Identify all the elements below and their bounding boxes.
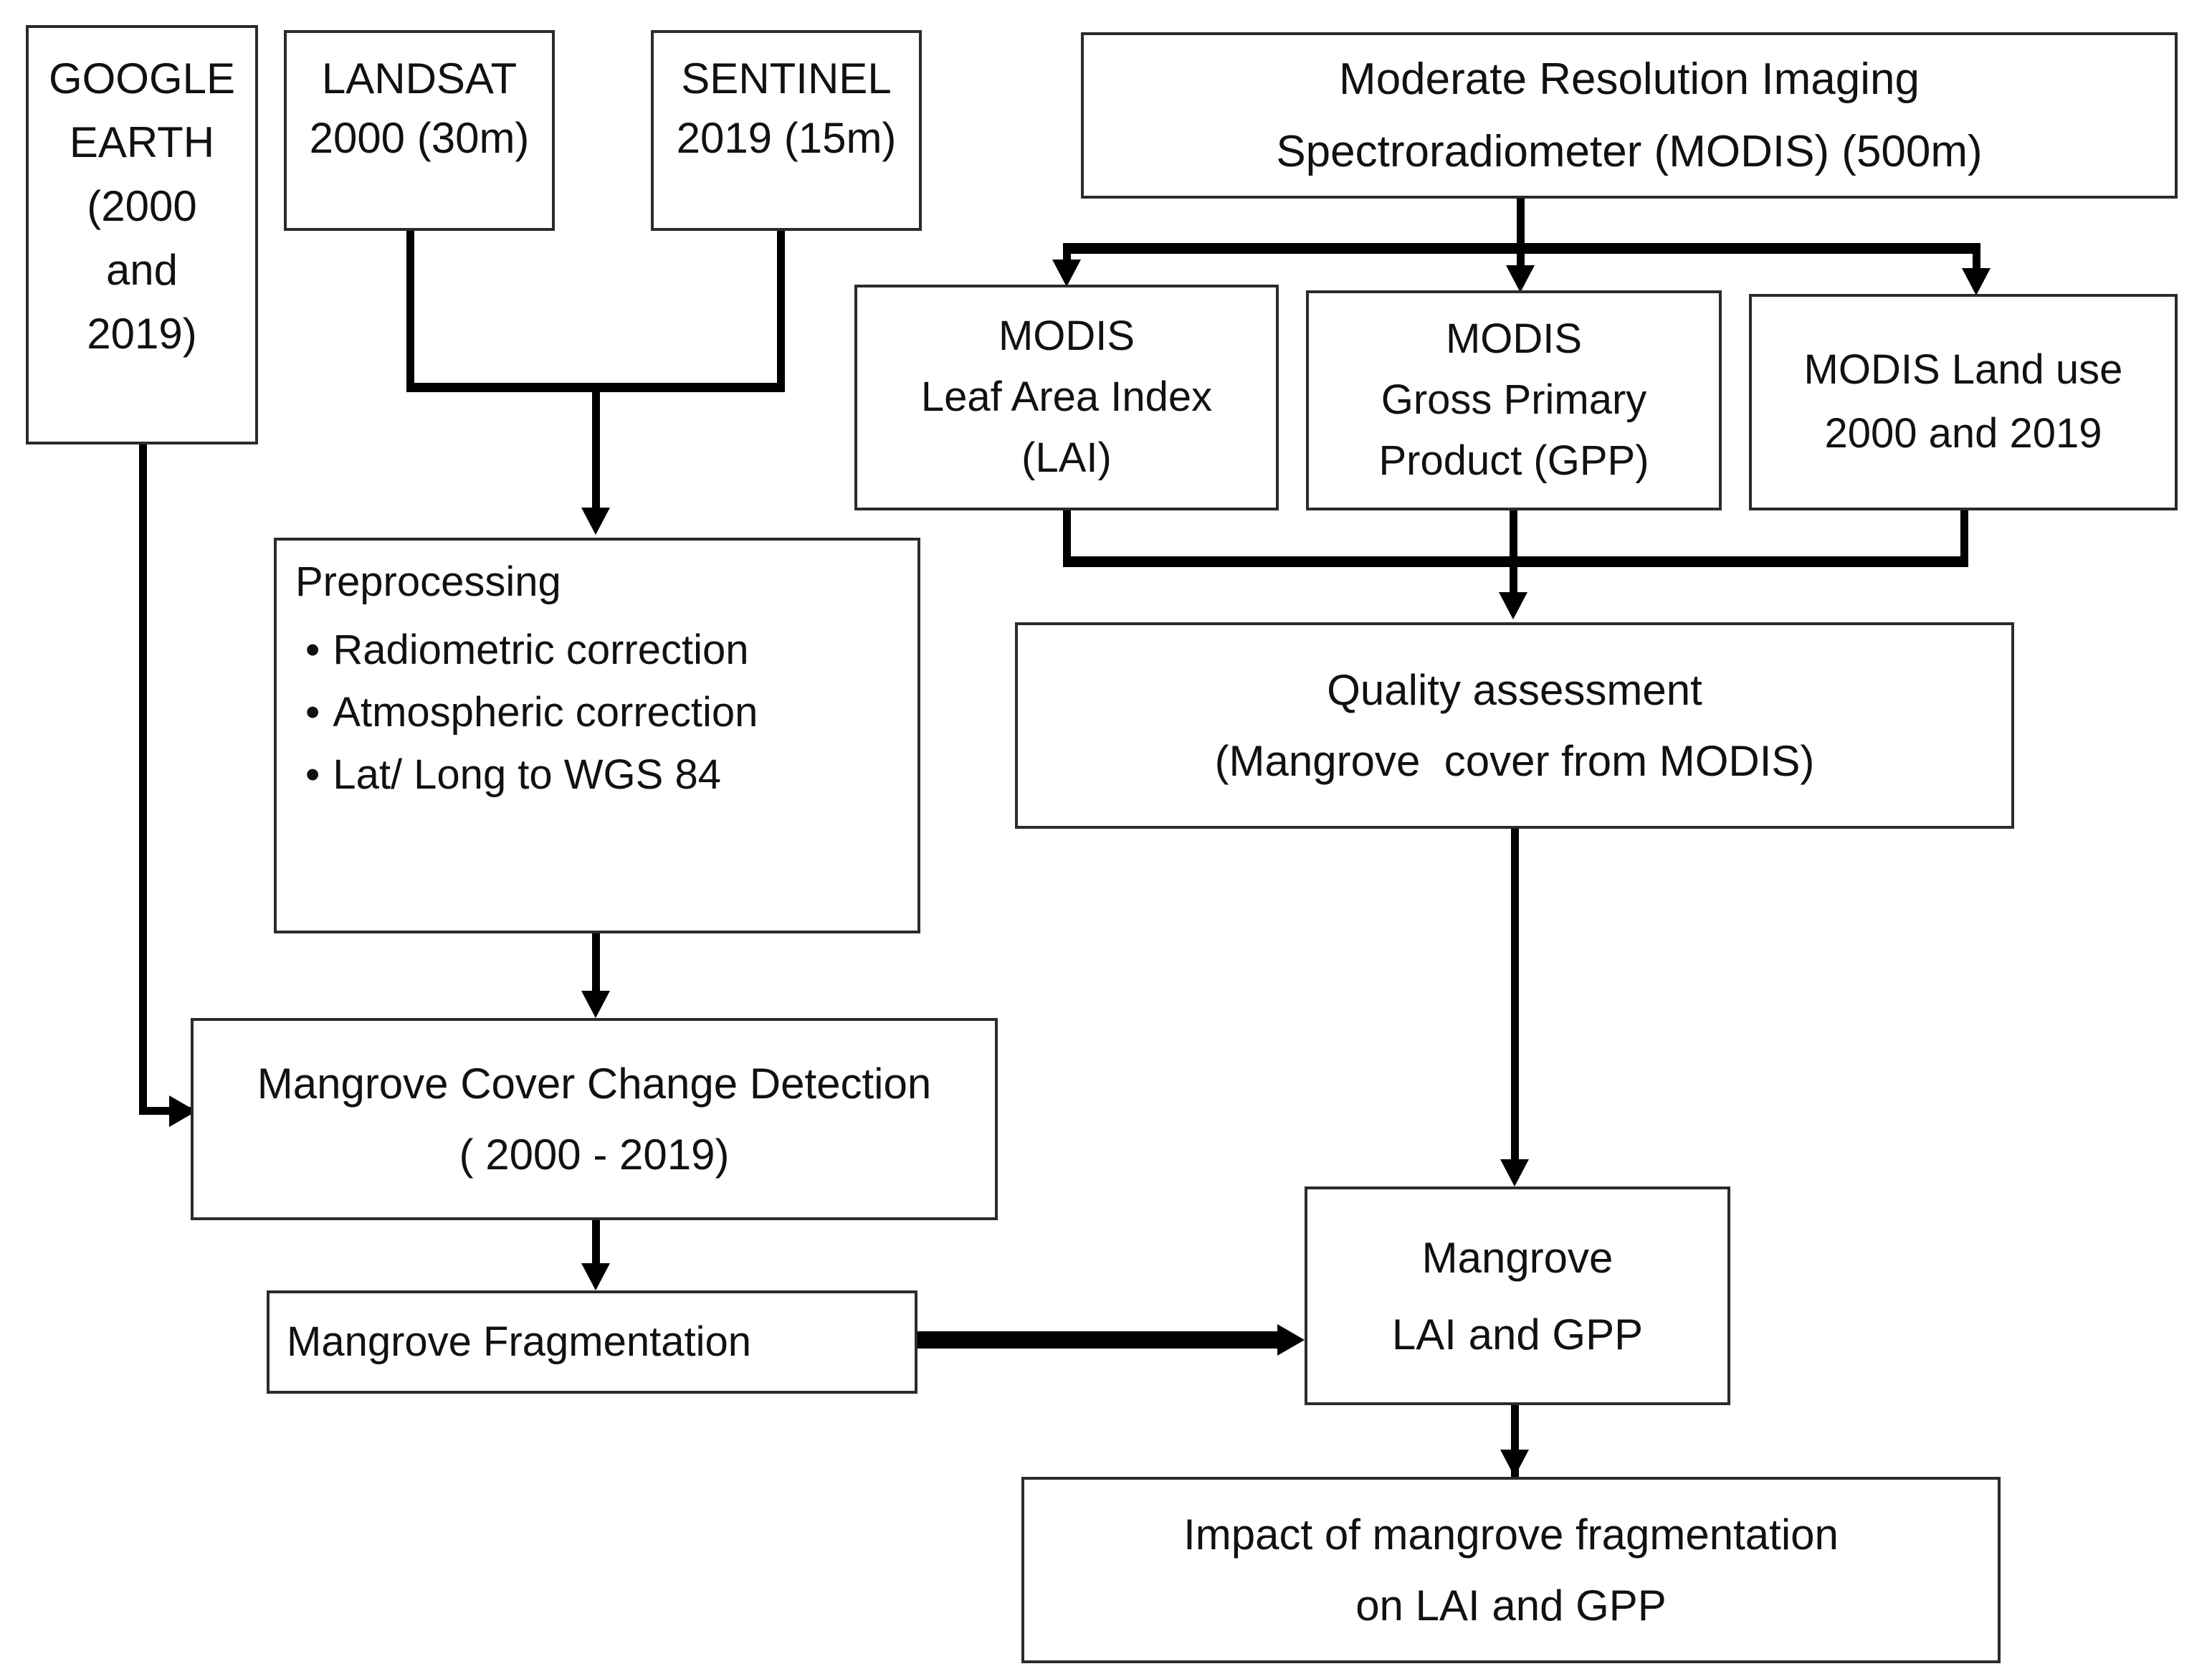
node-modis-landuse-line-2: 2000 and 2019: [1824, 410, 2102, 457]
node-mangrove-lai-and-gpp[interactable]: Mangrove LAI and GPP: [1305, 1186, 1730, 1405]
node-sentinel-line-2: 2019 (15m): [676, 114, 897, 162]
node-modis-lai-line-2: Leaf Area Index: [920, 374, 1213, 421]
node-modis-header-line-1: Moderate Resolution Imaging: [1339, 54, 1920, 104]
arrowhead-quality-to-mangrove: [1500, 1159, 1529, 1186]
node-preprocessing-heading: Preprocessing: [295, 558, 561, 605]
connector-join-to-preprocessing: [592, 383, 600, 510]
node-landsat[interactable]: LANDSAT 2000 (30m): [284, 30, 555, 231]
arrowhead-fragmentation-to-mangrove: [1277, 1324, 1305, 1356]
connector-modis-drop-gpp: [1517, 243, 1525, 275]
node-google-earth-line-1: GOOGLE: [48, 54, 236, 103]
node-modis-landuse-line-1: MODIS Land use: [1803, 346, 2123, 394]
node-modis-header[interactable]: Moderate Resolution Imaging Spectroradio…: [1081, 32, 2178, 199]
node-change-line-1: Mangrove Cover Change Detection: [257, 1060, 932, 1108]
node-landsat-line-2: 2000 (30m): [309, 114, 530, 162]
node-fragmentation-line-1: Mangrove Fragmentation: [287, 1318, 751, 1365]
node-mangrove-lg-line-2: LAI and GPP: [1391, 1310, 1644, 1359]
connector-mangrove-down: [1511, 1405, 1519, 1483]
node-mangrove-cover-change-detection[interactable]: Mangrove Cover Change Detection ( 2000 -…: [191, 1018, 998, 1220]
node-modis-gpp-line-1: MODIS: [1445, 315, 1583, 363]
node-preprocessing-bullet-3: Lat/ Long to WGS 84: [305, 753, 721, 797]
arrowhead-mangrove-to-impact: [1500, 1450, 1529, 1477]
arrowhead-to-preprocessing: [581, 508, 610, 535]
node-sentinel-line-1: SENTINEL: [681, 54, 892, 103]
node-sentinel[interactable]: SENTINEL 2019 (15m): [651, 30, 922, 231]
node-preprocessing-bullet-1: Radiometric correction: [305, 628, 748, 672]
connector-lai-down: [1063, 509, 1071, 561]
node-modis-gpp-line-3: Product (GPP): [1378, 437, 1649, 484]
connector-gpp-down: [1510, 509, 1517, 561]
connector-quality-down: [1511, 829, 1519, 1166]
connector-merge-to-quality: [1510, 556, 1517, 599]
node-quality-line-1: Quality assessment: [1327, 666, 1702, 714]
connector-modis-drop-landuse: [1973, 243, 1980, 277]
node-google-earth[interactable]: GOOGLE EARTH (2000 and 2019): [26, 25, 258, 444]
node-mangrove-lg-line-1: Mangrove: [1421, 1233, 1613, 1282]
node-impact-line-1: Impact of mangrove fragmentation: [1183, 1511, 1839, 1559]
node-modis-header-line-2: Spectroradiometer (MODIS) (500m): [1276, 127, 1983, 176]
node-modis-lai[interactable]: MODIS Leaf Area Index (LAI): [854, 285, 1279, 510]
node-change-line-2: ( 2000 - 2019): [459, 1131, 730, 1179]
node-modis-landuse[interactable]: MODIS Land use 2000 and 2019: [1749, 294, 2178, 510]
node-quality-line-2: (Mangrove cover from MODIS): [1214, 737, 1815, 785]
node-modis-gpp-line-2: Gross Primary: [1381, 376, 1647, 424]
connector-googleearth-right: [139, 1107, 196, 1115]
node-impact-line-2: on LAI and GPP: [1355, 1582, 1667, 1630]
arrowhead-change-to-fragmentation: [581, 1263, 610, 1290]
node-google-earth-line-5: 2019): [87, 310, 197, 358]
connector-change-down: [592, 1220, 600, 1269]
node-impact-of-mangrove-fragmentation[interactable]: Impact of mangrove fragmentation on LAI …: [1021, 1477, 2001, 1663]
arrowhead-preprocessing-to-change: [581, 991, 610, 1018]
connector-landuse-down: [1960, 509, 1968, 561]
arrowhead-modis-to-landuse: [1962, 268, 1991, 295]
connector-preprocessing-down: [592, 933, 600, 998]
connector-sentinel-down: [777, 231, 785, 390]
arrowhead-to-quality: [1499, 592, 1527, 619]
node-google-earth-line-3: (2000: [87, 182, 197, 230]
node-preprocessing-bullet-2: Atmospheric correction: [305, 690, 758, 735]
node-google-earth-line-4: and: [105, 246, 178, 294]
node-google-earth-line-2: EARTH: [69, 118, 215, 166]
node-mangrove-fragmentation[interactable]: Mangrove Fragmentation: [267, 1290, 917, 1394]
connector-fragmentation-right: [917, 1331, 1283, 1349]
node-modis-gpp[interactable]: MODIS Gross Primary Product (GPP): [1306, 290, 1722, 510]
connector-modis-header-down: [1517, 199, 1525, 247]
connector-googleearth-down: [139, 444, 147, 1115]
connector-modis-drop-lai: [1063, 243, 1071, 269]
arrowhead-modis-to-lai: [1052, 260, 1081, 287]
node-modis-lai-line-3: (LAI): [1021, 434, 1112, 481]
node-preprocessing[interactable]: Preprocessing Radiometric correction Atm…: [274, 538, 920, 933]
connector-landsat-down: [406, 231, 414, 390]
node-modis-lai-line-1: MODIS: [998, 313, 1135, 360]
node-quality-assessment[interactable]: Quality assessment (Mangrove cover from …: [1015, 622, 2014, 829]
node-landsat-line-1: LANDSAT: [321, 54, 518, 103]
arrowhead-modis-to-gpp: [1506, 265, 1535, 293]
